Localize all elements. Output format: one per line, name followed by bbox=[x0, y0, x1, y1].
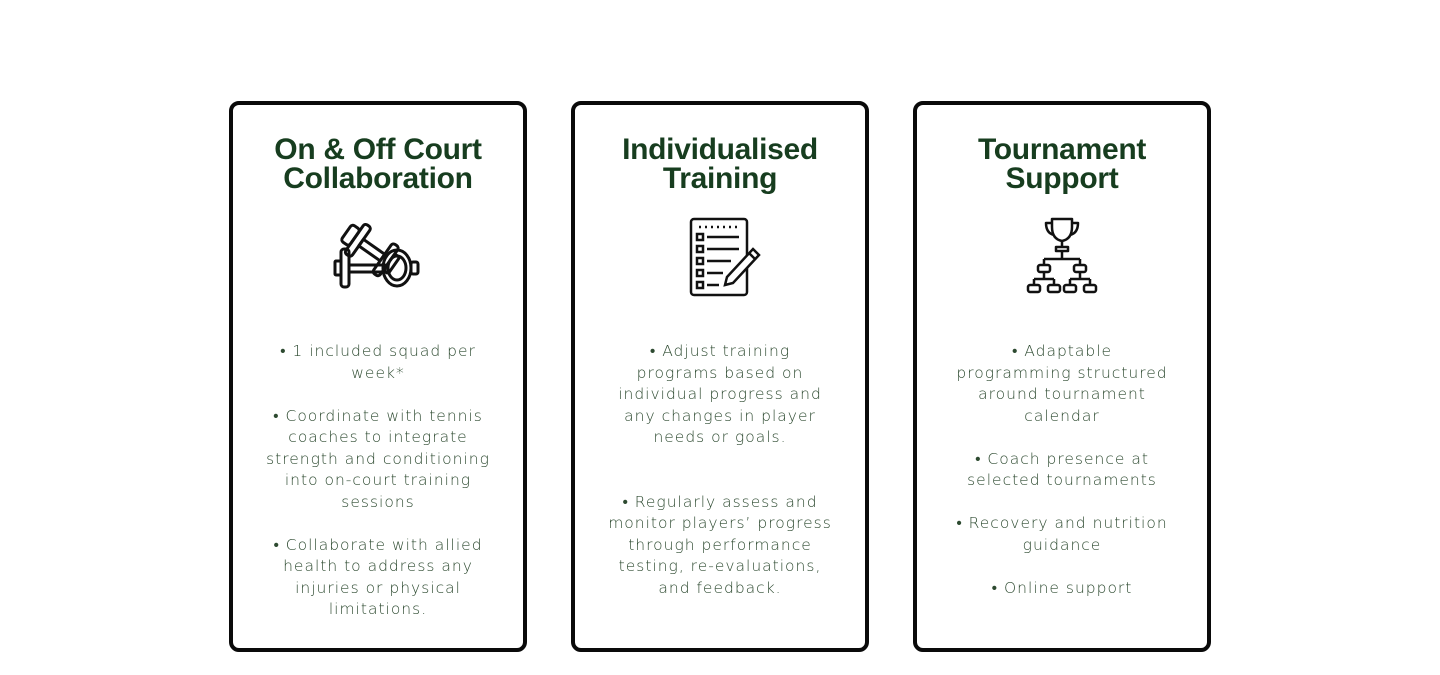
trophy-bracket-icon bbox=[1026, 217, 1098, 294]
bullet-item: • Collaborate with allied health to addr… bbox=[273, 535, 483, 619]
card-title: On & Off Court Collaboration bbox=[274, 133, 482, 195]
bullet-item: • Adjust training programs based on indi… bbox=[618, 342, 822, 446]
card-title: Tournament Support bbox=[977, 133, 1147, 195]
card-individualised-training: Individualised Training • Adjust trainin… bbox=[571, 101, 869, 652]
bullet-list: • 1 included squad per week* • Coordinat… bbox=[233, 341, 523, 621]
bullet-item: • Adaptable programming structured aroun… bbox=[956, 342, 1168, 425]
bullet-item: • Coordinate with tennis coaches to inte… bbox=[266, 406, 490, 511]
bullet-item: • Regularly assess and monitor players’ … bbox=[608, 492, 832, 597]
card-tournament-support: Tournament Support • Adaptable programmi… bbox=[913, 101, 1211, 652]
checklist-pencil-icon bbox=[689, 217, 761, 297]
card-collaboration: On & Off Court Collaboration • 1 include… bbox=[229, 101, 527, 652]
bullet-list: • Adjust training programs based on indi… bbox=[575, 341, 865, 599]
bullet-item: • Online support bbox=[991, 578, 1133, 597]
dumbbells-icon bbox=[333, 222, 420, 289]
bullet-list: • Adaptable programming structured aroun… bbox=[917, 341, 1207, 599]
bullet-item: • Coach presence at selected tournaments bbox=[967, 449, 1157, 490]
bullet-item: • Recovery and nutrition guidance bbox=[956, 514, 1168, 554]
card-title: Individualised Training bbox=[622, 133, 818, 195]
bullet-item: • 1 included squad per week* bbox=[280, 342, 476, 382]
